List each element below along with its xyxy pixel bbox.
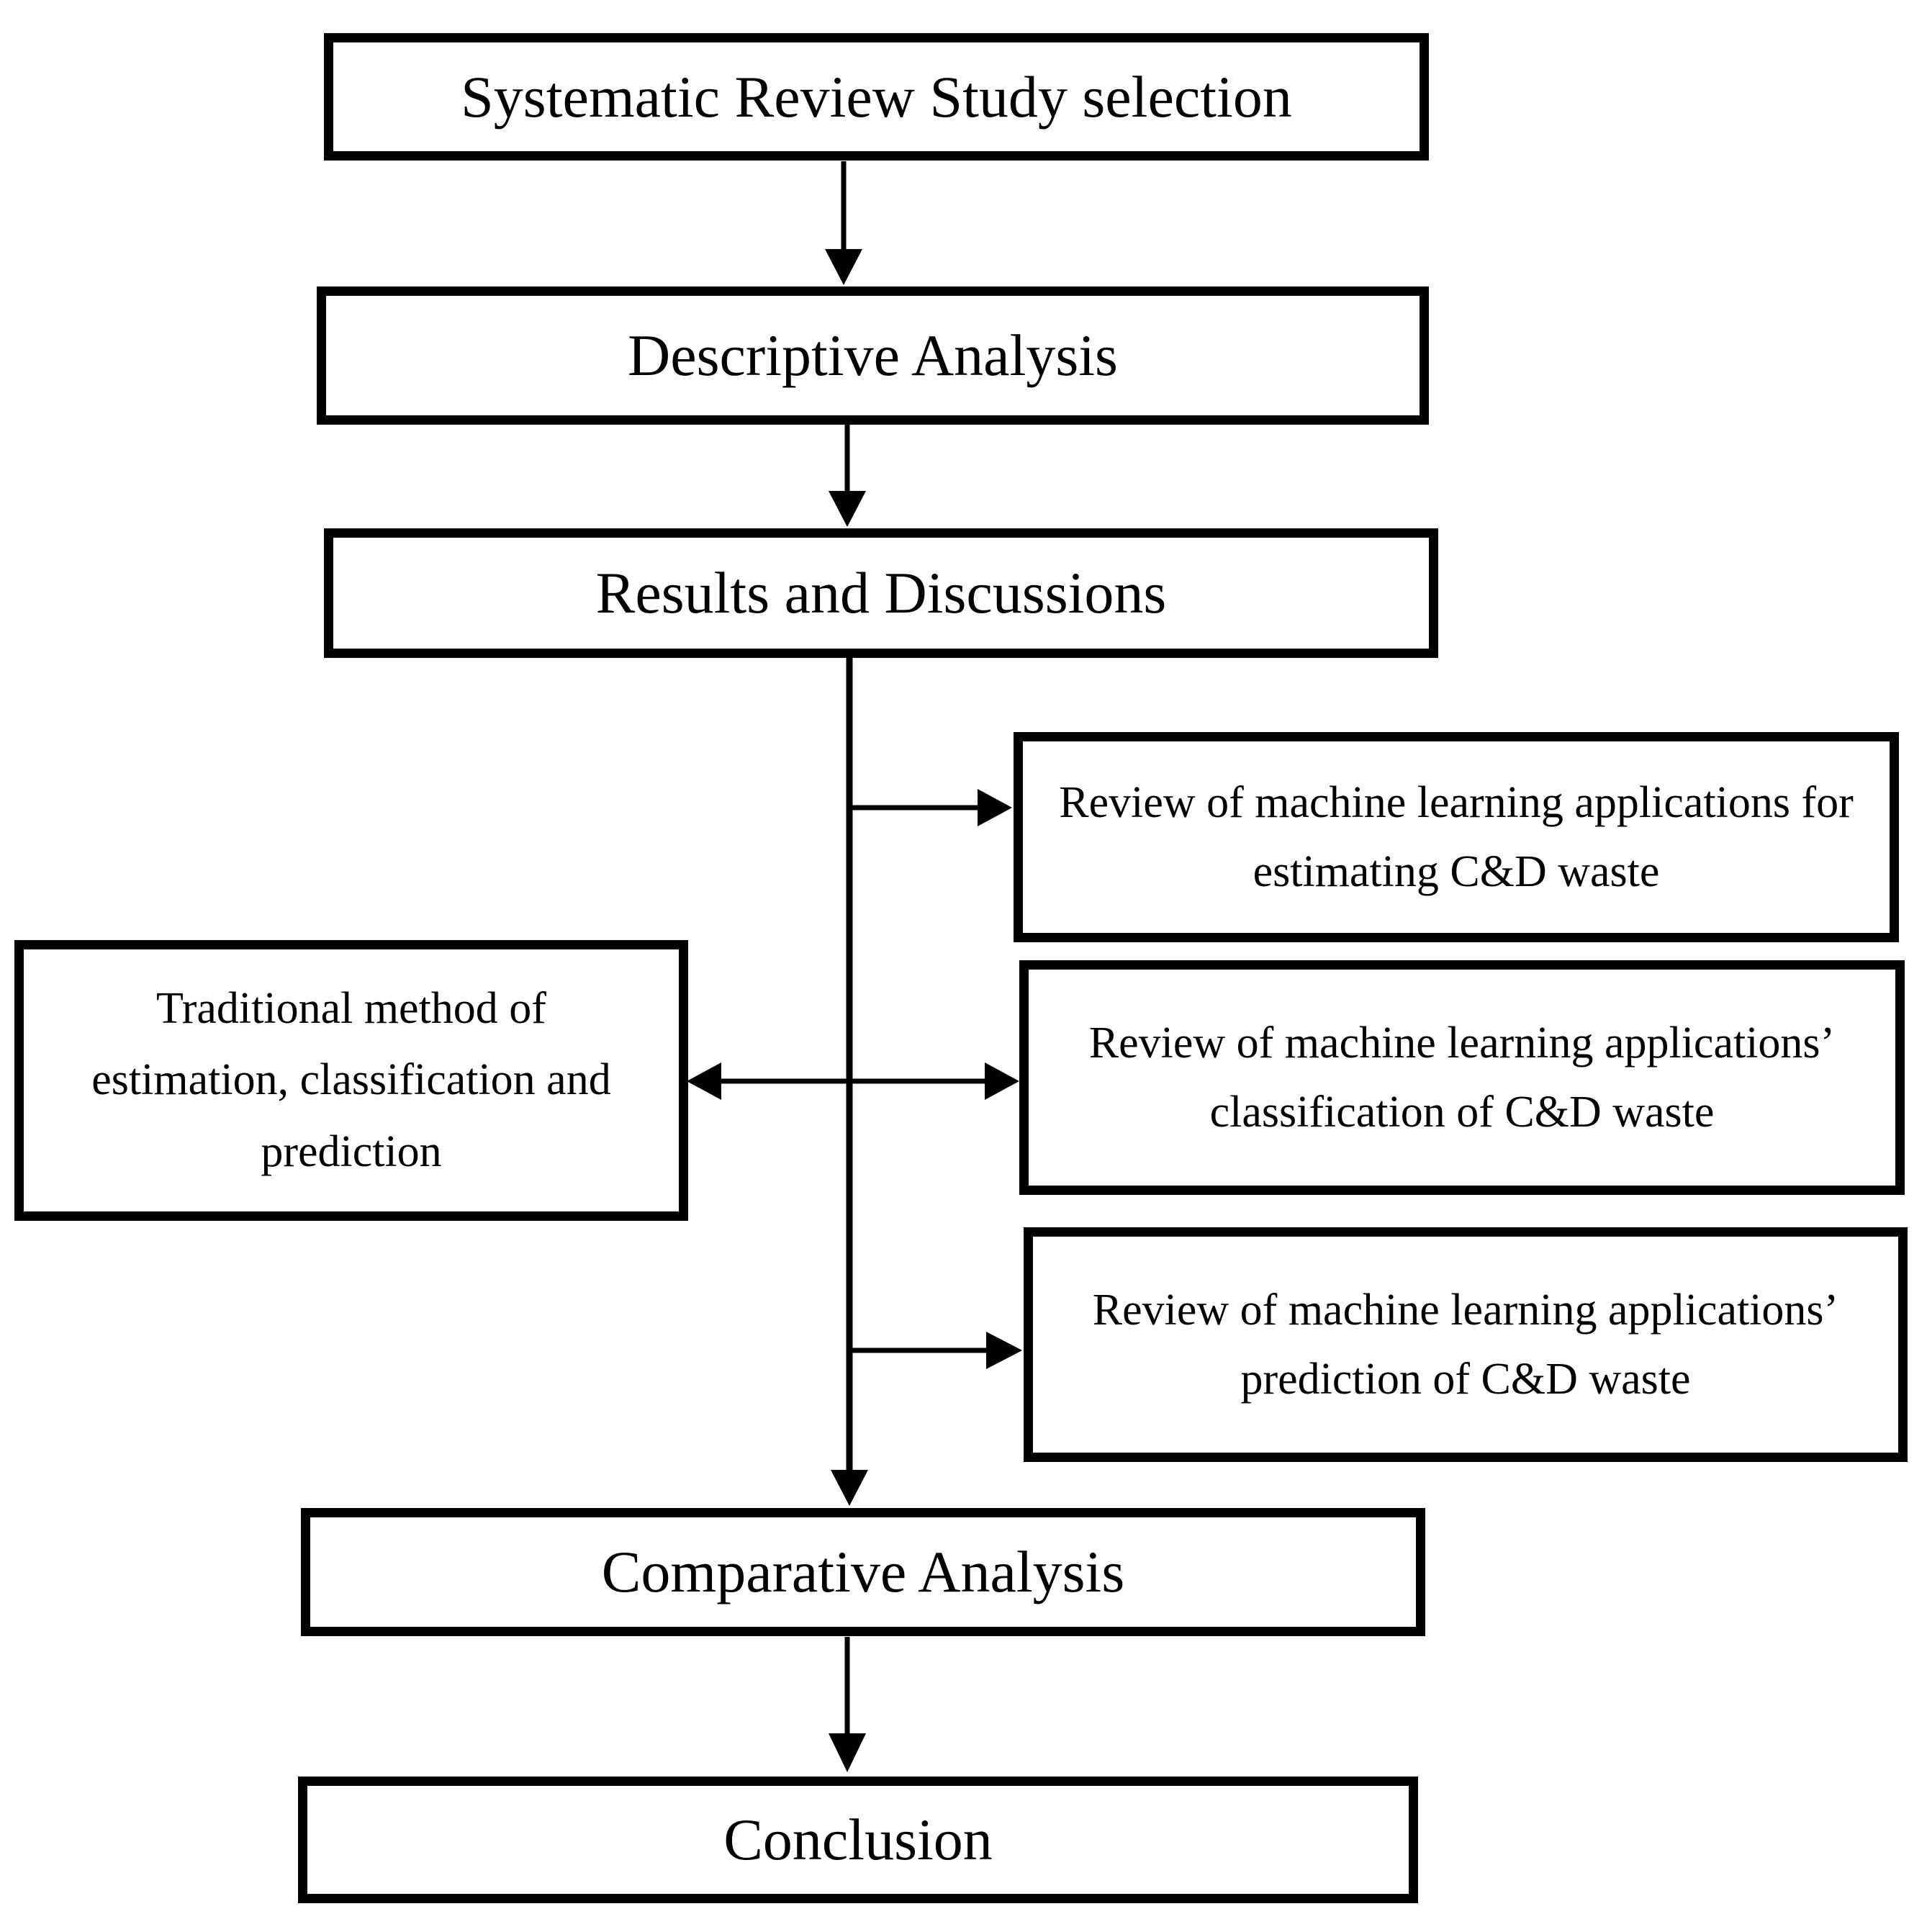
node-label: Review of machine learning applications’… (1092, 1285, 1839, 1404)
down-arrowhead-icon (829, 491, 866, 527)
down-arrowhead-icon (829, 1733, 866, 1772)
node-label: Review of machine learning applications … (1059, 777, 1854, 896)
node-label: Review of machine learning applications’… (1088, 1018, 1836, 1137)
node-comparative-analysis: Comparative Analysis (301, 1508, 1425, 1636)
node-systematic-review-study-selection: Systematic Review Study selection (324, 33, 1429, 161)
right-arrowhead-icon (978, 789, 1012, 826)
down-arrowhead-icon (825, 249, 862, 285)
edge-descriptive-to-results (829, 425, 866, 527)
node-label: Results and Discussions (595, 560, 1167, 626)
node-descriptive-analysis: Descriptive Analysis (317, 286, 1429, 425)
edge-results-to-estimating (849, 789, 1012, 826)
edge-results-to-prediction (849, 1332, 1022, 1369)
node-label: Traditional method of estimation, classi… (91, 984, 611, 1176)
edge-results-to-comparative (831, 658, 868, 1506)
edge-systematic-to-descriptive (825, 161, 862, 285)
node-review-ml-prediction: Review of machine learning applications’… (1024, 1227, 1908, 1462)
right-arrowhead-icon (986, 1332, 1022, 1369)
node-conclusion: Conclusion (298, 1777, 1418, 1903)
node-review-ml-estimating: Review of machine learning applications … (1014, 732, 1899, 942)
node-label: Conclusion (723, 1807, 993, 1872)
edge-traditional-to-classification (687, 1062, 1019, 1100)
node-review-ml-classification: Review of machine learning applications’… (1019, 960, 1905, 1195)
node-label: Systematic Review Study selection (461, 63, 1292, 130)
right-arrowhead-icon (985, 1062, 1019, 1100)
edge-comparative-to-conclusion (829, 1637, 866, 1772)
node-label: Descriptive Analysis (628, 322, 1118, 388)
down-arrowhead-icon (831, 1470, 868, 1506)
node-traditional-method: Traditional method of estimation, classi… (14, 940, 688, 1221)
node-label: Comparative Analysis (601, 1539, 1125, 1604)
node-results-and-discussions: Results and Discussions (324, 528, 1438, 658)
left-arrowhead-icon (687, 1062, 721, 1100)
